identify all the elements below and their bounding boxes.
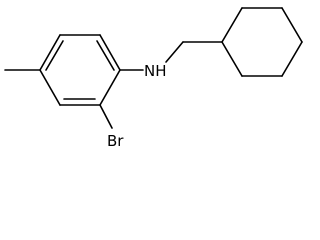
ring-a-bond-c4-c5: [39, 34, 61, 71]
ring-a-bond-c4-c5-inner: [45, 40, 64, 71]
cyclohexyl-bond-6: [221, 41, 243, 77]
benzene-ring: [39, 34, 121, 106]
ring-a-bond-c6-c1-inner: [96, 40, 115, 71]
ring-a-bond-c6-c1: [99, 34, 121, 71]
cyclohexyl-bond-3: [281, 7, 303, 43]
amine-label: NH: [144, 62, 167, 80]
n-ch2-bond: [165, 41, 184, 63]
ring-a-bond-c1-c2: [99, 69, 121, 106]
cyclohexyl-bond-4: [281, 41, 303, 77]
structural-formula: Br NH: [4, 7, 303, 150]
c-br-bond: [99, 104, 113, 129]
ring-a-bond-c3-c4: [39, 69, 61, 106]
bromine-label: Br: [107, 132, 124, 150]
cyclohexyl-ring: [221, 7, 303, 77]
cyclohexyl-bond-1: [221, 7, 243, 43]
